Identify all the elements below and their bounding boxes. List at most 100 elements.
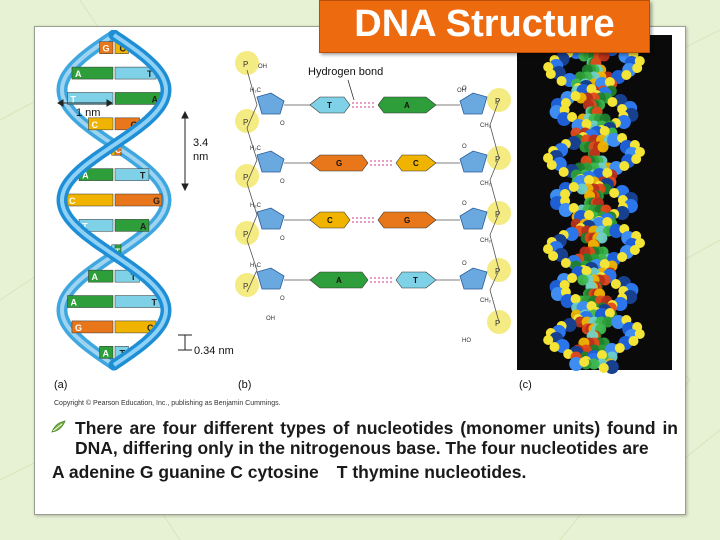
hydrogen-bond-label: Hydrogen bond: [308, 66, 383, 78]
oxygen-label: O: [462, 201, 467, 207]
ladder-base: [377, 211, 437, 229]
base-atom: [576, 183, 588, 195]
ch2-label: CH₂: [480, 181, 492, 187]
helix-base: [114, 168, 150, 181]
phosphate-atom: [568, 182, 579, 192]
ladder-base: [309, 96, 351, 114]
h2c-label: H₂C: [250, 88, 262, 94]
phosphate-atom: [629, 245, 640, 255]
ladder-base: [395, 154, 437, 172]
phosphate-atom: [581, 266, 592, 276]
sugar-pentagon: [256, 207, 285, 230]
helix-backbone-front-highlight: [59, 33, 169, 367]
helix-base-letter: C: [91, 120, 98, 130]
backbone-atom: [616, 115, 631, 129]
leaf-bullet-icon: [51, 420, 66, 433]
ladder-base: [309, 154, 369, 172]
backbone-atom: [623, 290, 638, 304]
helix-base-letter: C: [119, 44, 126, 54]
phosphate-atom: [597, 350, 607, 360]
phosphate-group: [235, 51, 259, 75]
helix-base-letter: A: [75, 69, 82, 79]
backbone-atom: [615, 206, 630, 220]
oh-label: OH: [457, 88, 466, 94]
phosphate-atom: [599, 126, 610, 136]
oxygen-label: O: [462, 86, 467, 92]
helix-base: [71, 320, 114, 334]
helix-base-letter: A: [91, 272, 98, 282]
ch2-label: CH₂: [480, 123, 492, 129]
base-atom: [588, 358, 600, 370]
phosphate-atom: [545, 69, 556, 79]
helix-base-letter: T: [147, 69, 153, 79]
phosphate-atom: [609, 188, 620, 198]
ladder-base-letter: T: [327, 101, 332, 110]
base-atom: [602, 316, 614, 328]
ladder-base-letter: G: [404, 216, 410, 225]
base-atom: [598, 50, 610, 62]
phosphate-atom: [568, 203, 579, 213]
phosphate-label: P: [243, 230, 248, 239]
phosphate-atom: [619, 161, 630, 171]
helix-base-letter: G: [153, 196, 160, 206]
phosphate-atom: [558, 167, 569, 177]
phosphate-atom: [570, 91, 581, 101]
helix-base: [114, 219, 150, 232]
label-0-34nm: 0.34 nm: [194, 345, 234, 357]
helix-backbone-back-highlight: [59, 33, 169, 367]
phosphate-atom: [635, 238, 645, 248]
backbone-atom: [555, 339, 570, 353]
sugar-pentagon: [256, 92, 285, 115]
panel-a-label: (a): [54, 379, 67, 391]
phosphate-atom: [560, 258, 571, 268]
oh-label: OH: [266, 316, 275, 322]
ch2-label: CH₂: [480, 238, 492, 244]
backbone-atom: [613, 297, 628, 311]
phosphate-atom: [602, 217, 613, 227]
phosphate-atom: [598, 363, 609, 373]
right-backbone-line: [489, 99, 500, 323]
phosphate-group: [235, 221, 259, 245]
phosphate-atom: [567, 273, 578, 283]
phosphate-atom: [556, 76, 567, 86]
ladder-base: [395, 271, 437, 289]
helix-base-letter: T: [82, 221, 88, 231]
phosphate-label: P: [243, 60, 248, 69]
phosphate-atom: [579, 357, 590, 367]
phosphate-atom: [628, 336, 639, 346]
phosphate-atom: [604, 77, 615, 87]
panel-b-label: (b): [238, 379, 251, 391]
h2c-label: H₂C: [250, 263, 262, 269]
phosphate-label: P: [495, 97, 500, 106]
ladder-base-letter: A: [404, 101, 410, 110]
phosphate-atom: [584, 175, 594, 185]
phosphate-label: P: [495, 267, 500, 276]
ch2-label: CH₂: [480, 298, 492, 304]
label-1nm: 1 nm: [76, 107, 100, 119]
sugar-pentagon: [459, 150, 488, 173]
helix-dimensions: [57, 99, 192, 351]
helix-base-letter: T: [131, 272, 137, 282]
hydrogen-bond-pointer: [347, 79, 355, 101]
sugar-pentagon: [459, 207, 488, 230]
h2c-label: H₂C: [250, 203, 262, 209]
ladder-base-letter: G: [336, 159, 342, 168]
backbone-atom: [566, 136, 581, 150]
bullet-paragraph: There are four different types of nucleo…: [51, 418, 678, 458]
phosphate-atom: [614, 343, 625, 353]
sugar-pentagon: [256, 267, 285, 290]
phosphate-label: P: [495, 319, 500, 328]
phosphate-atom: [634, 329, 645, 339]
ladder-base: [309, 271, 369, 289]
oxygen-label: O: [462, 261, 467, 267]
phosphate-atom: [599, 259, 610, 269]
phosphate-atom: [567, 112, 578, 122]
ladder-base: [377, 96, 437, 114]
helix-base-letter: T: [71, 94, 77, 104]
backbone-atom: [564, 227, 579, 241]
helix-base: [67, 295, 114, 308]
phosphate-atom: [602, 168, 613, 178]
phosphate-label: P: [243, 282, 248, 291]
backbone-atom: [562, 318, 577, 332]
